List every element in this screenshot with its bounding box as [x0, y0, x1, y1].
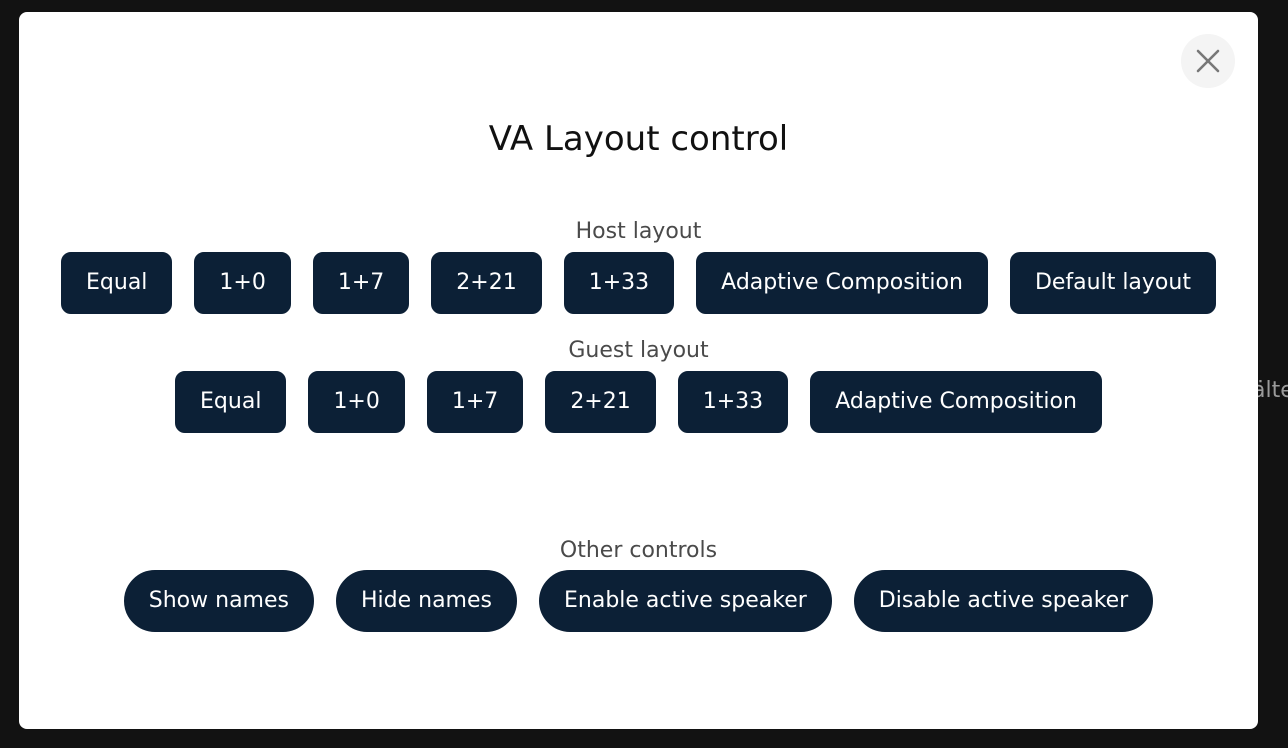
host-layout-2-21-button[interactable]: 2+21 [431, 252, 542, 314]
guest-layout-buttons: Equal 1+0 1+7 2+21 1+33 Adaptive Composi… [19, 371, 1258, 433]
hide-names-button[interactable]: Hide names [335, 570, 517, 632]
host-layout-buttons: Equal 1+0 1+7 2+21 1+33 Adaptive Composi… [19, 252, 1258, 314]
host-layout-1-7-button[interactable]: 1+7 [312, 252, 410, 314]
layout-control-modal: VA Layout control Host layout Equal 1+0 … [19, 12, 1258, 729]
guest-layout-1-0-button[interactable]: 1+0 [308, 371, 405, 433]
guest-layout-1-33-button[interactable]: 1+33 [677, 371, 789, 433]
modal-title: VA Layout control [488, 119, 789, 159]
show-names-button[interactable]: Show names [123, 570, 314, 632]
host-layout-1-33-button[interactable]: 1+33 [563, 252, 675, 314]
background-peek-text: älte [1258, 376, 1288, 406]
guest-layout-2-21-button[interactable]: 2+21 [545, 371, 656, 433]
host-layout-default-layout-button[interactable]: Default layout [1009, 252, 1216, 314]
guest-layout-1-7-button[interactable]: 1+7 [426, 371, 524, 433]
enable-active-speaker-button[interactable]: Enable active speaker [539, 570, 832, 632]
other-controls-label: Other controls [559, 538, 718, 563]
host-layout-equal-button[interactable]: Equal [61, 252, 173, 314]
close-button[interactable] [1181, 34, 1235, 88]
background-peek-label: älte [1258, 378, 1288, 403]
disable-active-speaker-button[interactable]: Disable active speaker [853, 570, 1154, 632]
guest-layout-adaptive-composition-button[interactable]: Adaptive Composition [810, 371, 1102, 433]
host-layout-1-0-button[interactable]: 1+0 [194, 252, 291, 314]
host-layout-label: Host layout [575, 219, 702, 244]
guest-layout-label: Guest layout [568, 338, 709, 363]
host-layout-adaptive-composition-button[interactable]: Adaptive Composition [696, 252, 988, 314]
guest-layout-equal-button[interactable]: Equal [175, 371, 287, 433]
close-icon [1196, 49, 1220, 73]
other-controls-buttons: Show names Hide names Enable active spea… [19, 570, 1258, 632]
